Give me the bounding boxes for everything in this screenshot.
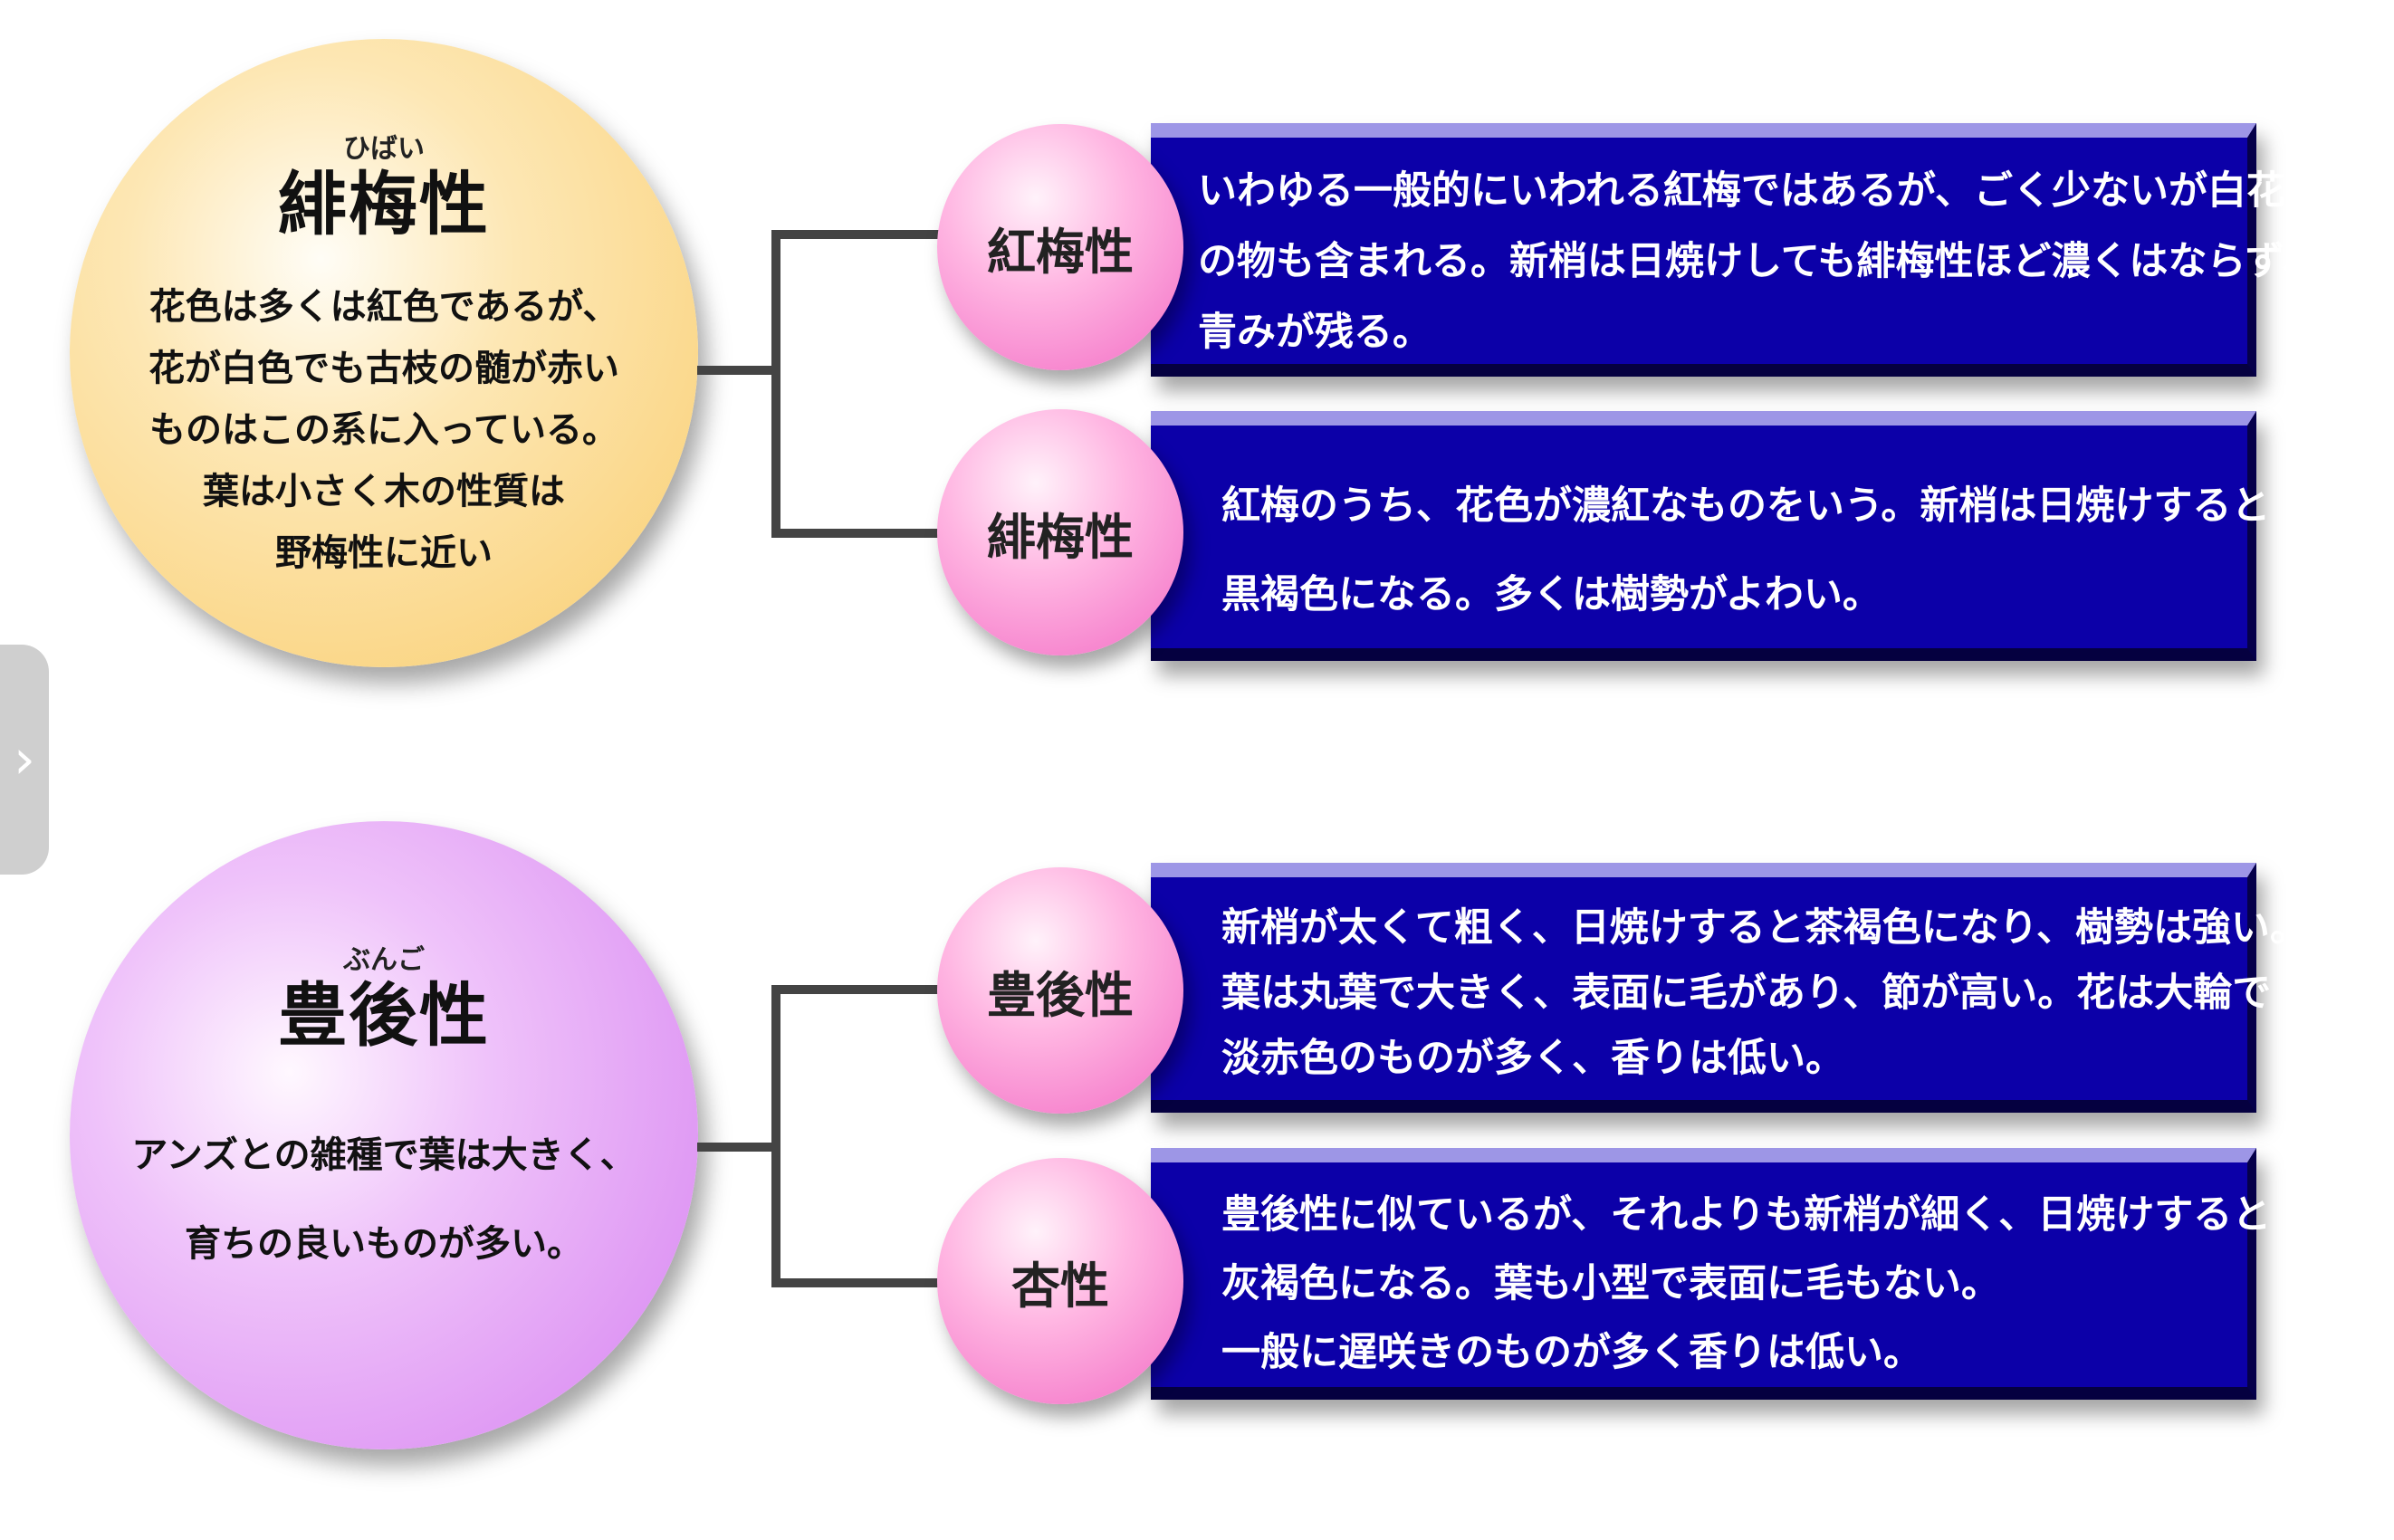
subtype-circle: 紅梅性 xyxy=(937,124,1183,370)
connector-line xyxy=(697,366,779,375)
category-desc-line: 花色は多くは紅色であるが、 xyxy=(148,286,619,328)
category-desc-line: 花が白色でも古枝の髄が赤い xyxy=(148,348,619,389)
box-line: 黒褐色になる。多くは樹勢がよわい。 xyxy=(1221,572,1882,617)
connector-line xyxy=(771,985,953,994)
connector-line xyxy=(771,234,780,538)
box-line: 紅梅のうち、花色が濃紅なものをいう。新梢は日焼けすると xyxy=(1221,483,2271,529)
connector-line xyxy=(697,1143,779,1152)
category-title: 豊後性 xyxy=(278,975,490,1056)
chevron-right-icon: › xyxy=(14,728,35,791)
category-desc-line: 葉は小さく木の性質は xyxy=(203,471,565,512)
category-circle-bungo: ぶんご 豊後性 アンズとの雑種で葉は大きく、 育ちの良いものが多い。 xyxy=(70,821,698,1449)
category-desc-line: ものはこの系に入っている。 xyxy=(149,409,618,451)
subtype-description-box: 紅梅のうち、花色が濃紅なものをいう。新梢は日焼けすると 黒褐色になる。多くは樹勢… xyxy=(1151,411,2271,661)
box-line: 灰褐色になる。葉も小型で表面に毛もない。 xyxy=(1221,1261,2000,1306)
category-desc-line: アンズとの雑種で葉は大きく、 xyxy=(131,1134,637,1176)
box-line: 新梢が太くて粗く、日焼けすると茶褐色になり、樹勢は強い。 xyxy=(1221,905,2309,951)
category-title: 緋梅性 xyxy=(278,164,490,244)
box-line: 淡赤色のものが多く、香りは低い。 xyxy=(1221,1036,1844,1081)
category-ruby: ひばい xyxy=(343,133,425,165)
subtype-description-box: 新梢が太くて粗く、日焼けすると茶褐色になり、樹勢は強い。 葉は丸葉で大きく、表面… xyxy=(1151,863,2309,1113)
category-desc-line: 育ちの良いものが多い。 xyxy=(185,1223,583,1265)
box-line: 青みが残る。 xyxy=(1198,310,1432,355)
subtype-circle: 緋梅性 xyxy=(937,409,1183,655)
category-desc-line: 野梅性に近い xyxy=(275,532,493,574)
subtype-circle: 豊後性 xyxy=(937,867,1183,1114)
subtype-description-box: いわゆる一般的にいわれる紅梅ではあるが、ごく少ないが白花 の物も含まれる。新梢は… xyxy=(1151,123,2321,377)
side-panel-toggle[interactable]: › xyxy=(0,645,49,875)
category-circle-hibai: ひばい 緋梅性 花色は多くは紅色であるが、 花が白色でも古枝の髄が赤い ものはこ… xyxy=(70,39,698,667)
subtype-circle: 杏性 xyxy=(937,1158,1183,1404)
connector-line xyxy=(771,529,953,538)
box-line: 豊後性に似ているが、それよりも新梢が細く、日焼けすると xyxy=(1221,1192,2272,1238)
box-line: 葉は丸葉で大きく、表面に毛があり、節が高い。花は大輪で xyxy=(1221,971,2272,1016)
connector-line xyxy=(771,987,780,1286)
connector-line xyxy=(771,1278,953,1287)
box-line: の物も含まれる。新梢は日焼けしても緋梅性ほど濃くはならず、 xyxy=(1198,239,2321,284)
box-line: 一般に遅咲きのものが多く香りは低い。 xyxy=(1221,1330,1922,1375)
box-line: いわゆる一般的にいわれる紅梅ではあるが、ごく少ないが白花 xyxy=(1198,168,2285,214)
subtype-description-box: 豊後性に似ているが、それよりも新梢が細く、日焼けすると 灰褐色になる。葉も小型で… xyxy=(1151,1148,2272,1400)
connector-line xyxy=(771,230,953,239)
category-ruby: ぶんご xyxy=(343,944,425,976)
